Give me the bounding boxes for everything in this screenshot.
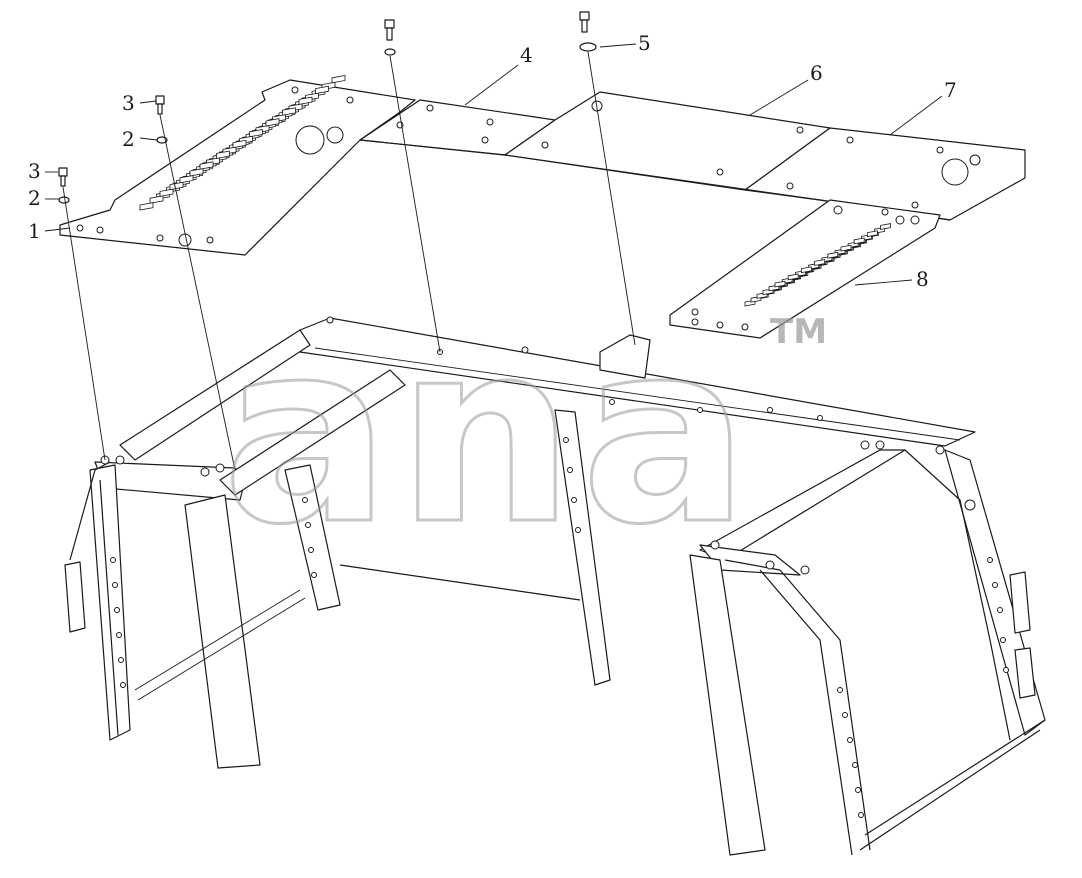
left-rear-post	[284, 464, 341, 611]
vent-slot	[814, 259, 825, 266]
vent-slot	[840, 244, 852, 252]
left-inner-post	[184, 494, 261, 769]
bolt-icon	[58, 167, 68, 187]
bolt-icon	[384, 19, 395, 41]
vent-slot	[199, 161, 214, 170]
left-top-rail	[119, 329, 311, 461]
top-bracket	[599, 334, 651, 379]
vent-slot	[179, 174, 194, 184]
callout-3-lower: 3	[28, 159, 41, 183]
bolt-icon	[155, 95, 165, 115]
vent-slot	[315, 85, 329, 95]
callout-3-upper: 3	[122, 91, 135, 115]
panel-7	[744, 127, 1026, 221]
fasteners	[58, 11, 597, 204]
vent-slot	[189, 168, 204, 177]
callout-6: 6	[810, 61, 823, 85]
watermark-logo: ana TM	[221, 287, 828, 581]
vent-slot	[867, 230, 878, 238]
vent-slot	[265, 118, 280, 127]
callout-2-lower: 2	[28, 186, 41, 210]
center-crossbar	[219, 369, 406, 496]
vent-slot	[298, 96, 313, 105]
callout-7: 7	[944, 78, 957, 102]
left-front-post	[89, 464, 131, 741]
panel-1-left-vent-plate	[59, 74, 416, 256]
vent-slot	[801, 266, 812, 274]
callout-5: 5	[638, 31, 651, 55]
callout-4: 4	[520, 43, 533, 67]
vent-slot	[169, 181, 184, 191]
vent-slot	[232, 139, 247, 149]
svg-text:ana: ana	[222, 288, 755, 579]
callout-2-upper: 2	[122, 127, 135, 151]
vent-slot	[331, 74, 346, 84]
cab-frame	[64, 316, 1046, 856]
vent-slot	[249, 128, 263, 138]
washer-icon	[579, 42, 597, 52]
vent-slot	[880, 223, 891, 230]
rear-center-pillar	[554, 409, 611, 686]
frame-bolt-holes	[100, 316, 1009, 818]
vent-slots-left	[139, 74, 346, 211]
washer-icon	[384, 48, 396, 56]
callout-1: 1	[28, 219, 41, 243]
vent-slot	[149, 195, 164, 204]
assembly-axis-lines	[62, 51, 636, 471]
vent-slot	[139, 202, 154, 211]
vent-slots-right	[744, 223, 891, 307]
callouts: 1 2 3 2 3 4 5 6 7 8	[28, 31, 957, 291]
vent-slot	[853, 237, 865, 245]
right-front-post	[689, 554, 766, 856]
svg-text:TM: TM	[770, 312, 827, 352]
vent-slot	[827, 251, 839, 259]
vent-slot	[282, 107, 296, 116]
vent-slot	[774, 280, 786, 288]
panel-8-right-vent-plate	[669, 199, 941, 339]
callout-8: 8	[916, 267, 929, 291]
vent-slot	[159, 188, 174, 197]
vent-slot	[787, 273, 799, 281]
vent-slot	[216, 150, 230, 159]
washer-icon	[58, 196, 70, 204]
bolt-icon	[579, 11, 590, 33]
